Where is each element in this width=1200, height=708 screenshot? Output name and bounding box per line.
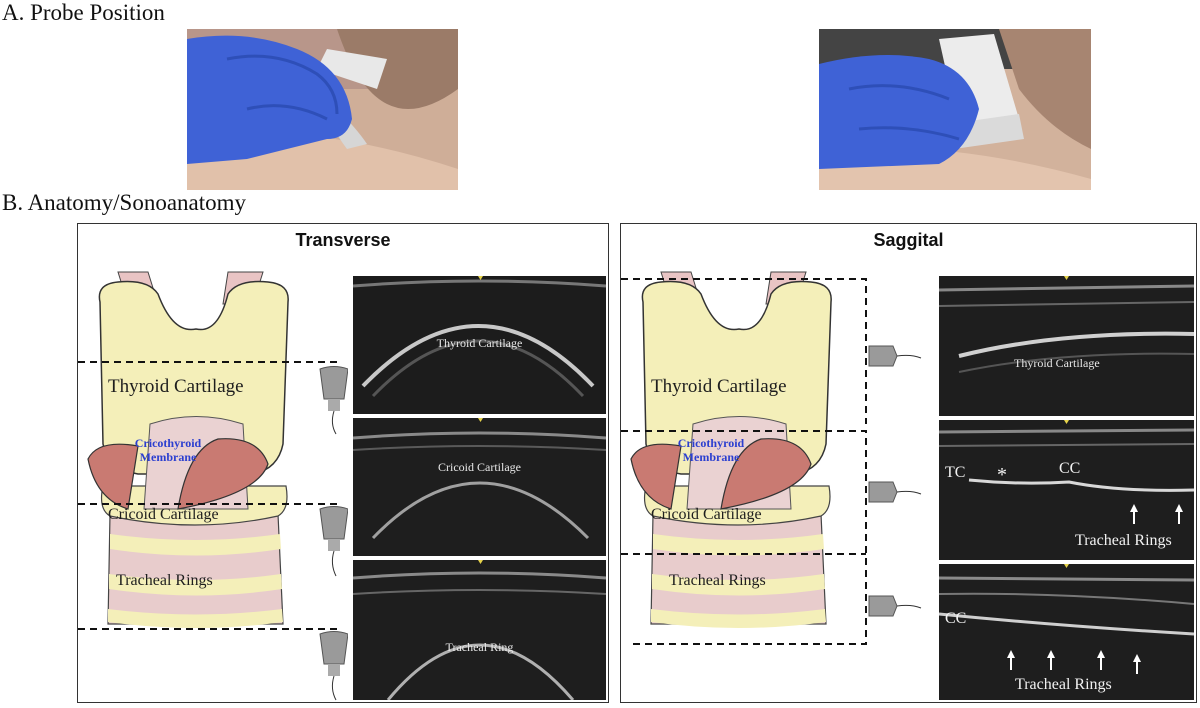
probe-photo-sagittal bbox=[819, 29, 1091, 190]
sagittal-tracheal-label: Tracheal Rings bbox=[669, 572, 766, 589]
transverse-us-thyroid: Thyroid Cartilage bbox=[353, 276, 606, 414]
sagittal-us-thyroid: Thyroid Cartilage bbox=[939, 276, 1194, 416]
transverse-us-cricoid: Cricoid Cartilage bbox=[353, 418, 606, 556]
transverse-membrane-label: Cricothyroid Membrane bbox=[118, 436, 218, 464]
sag-us2-rings: Tracheal Rings bbox=[1075, 532, 1172, 549]
sag-membrane-line-1: Cricothyroid bbox=[677, 436, 745, 450]
sag-us2-asterisk: * bbox=[997, 464, 1007, 486]
sag-membrane-line-2: Membrane bbox=[682, 450, 740, 464]
sag-us-thyroid-label: Thyroid Cartilage bbox=[1014, 356, 1100, 370]
probe-icon-2 bbox=[319, 506, 348, 577]
us-cricoid-label: Cricoid Cartilage bbox=[438, 460, 521, 474]
sagittal-us-cricoid: TC * CC Tracheal Rings bbox=[939, 420, 1194, 560]
section-b-title: B. Anatomy/Sonoanatomy bbox=[2, 190, 247, 215]
probe-icon-sag-3 bbox=[868, 595, 922, 617]
probe-icon-3 bbox=[319, 631, 348, 701]
probe-icon-1 bbox=[319, 366, 348, 435]
probe-icon-sag-2 bbox=[868, 481, 922, 503]
membrane-line-2: Membrane bbox=[139, 450, 197, 464]
transverse-title: Transverse bbox=[295, 230, 391, 250]
sag-us3-rings: Tracheal Rings bbox=[1015, 676, 1112, 693]
transverse-panel: Transverse bbox=[77, 223, 609, 703]
sagittal-us-tracheal: CC Tracheal Rings bbox=[939, 564, 1194, 700]
section-a-title: A. Probe Position bbox=[2, 0, 165, 25]
sagittal-cricoid-label: Cricoid Cartilage bbox=[651, 506, 762, 523]
sagittal-membrane-label: Cricothyroid Membrane bbox=[661, 436, 761, 464]
sagittal-thyroid-label: Thyroid Cartilage bbox=[651, 376, 787, 397]
probe-icon-sag-1 bbox=[868, 345, 922, 367]
us-thyroid-label: Thyroid Cartilage bbox=[436, 336, 523, 350]
membrane-line-1: Cricothyroid bbox=[134, 436, 202, 450]
us-tracheal-label: Tracheal Ring bbox=[445, 640, 514, 654]
sagittal-panel: Saggital Thyroid Cartilage bbox=[620, 223, 1197, 703]
transverse-thyroid-label: Thyroid Cartilage bbox=[108, 376, 244, 397]
sagittal-title: Saggital bbox=[873, 230, 944, 250]
transverse-us-tracheal: Tracheal Ring bbox=[353, 560, 606, 700]
transverse-tracheal-label: Tracheal Rings bbox=[116, 572, 213, 589]
transverse-larynx-illustration bbox=[78, 271, 348, 701]
sag-us2-cc: CC bbox=[1059, 460, 1081, 477]
probe-photo-transverse bbox=[187, 29, 458, 190]
sag-us3-cc: CC bbox=[945, 610, 967, 627]
sagittal-larynx-illustration bbox=[621, 271, 922, 645]
transverse-cricoid-label: Cricoid Cartilage bbox=[108, 506, 219, 523]
sag-us2-tc: TC bbox=[945, 464, 966, 481]
